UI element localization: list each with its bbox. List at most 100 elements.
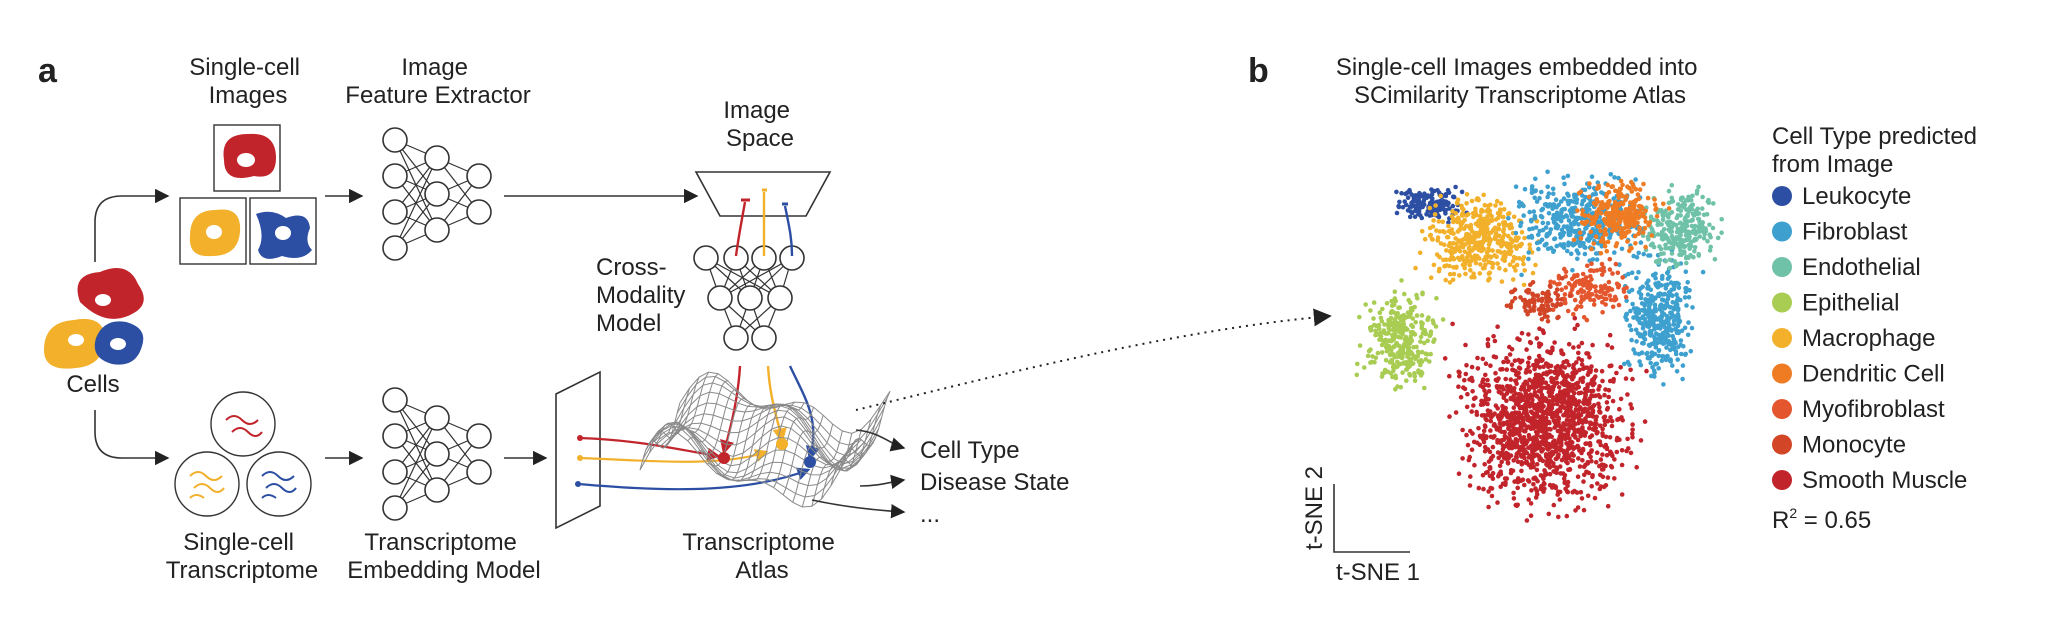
tsne-point — [1632, 351, 1638, 356]
tsne-point — [1578, 390, 1584, 396]
tsne-point — [1429, 236, 1435, 242]
tsne-point — [1563, 388, 1568, 393]
atlas-mesh-line — [830, 419, 872, 487]
tsne-point — [1476, 425, 1481, 431]
tsne-point — [1558, 235, 1563, 240]
tsne-point — [1556, 202, 1561, 208]
tsne-point — [1653, 271, 1658, 277]
tsne-point — [1368, 308, 1373, 313]
tsne-point — [1569, 276, 1575, 282]
tsne-point — [1450, 277, 1456, 283]
tsne-point — [1538, 408, 1544, 414]
tsne-point — [1513, 184, 1519, 189]
tsne-point — [1545, 184, 1550, 190]
tsne-point — [1400, 349, 1405, 354]
tsne-point — [1398, 384, 1404, 390]
tsne-point — [1539, 317, 1545, 322]
tsne-point — [1632, 202, 1637, 208]
tsne-point — [1652, 370, 1657, 376]
tsne-point — [1705, 238, 1710, 244]
tsne-point — [1545, 169, 1550, 175]
tsne-point — [1390, 374, 1395, 380]
tsne-point — [1678, 203, 1683, 209]
legend-label: Leukocyte — [1802, 183, 1911, 210]
tsne-point — [1397, 326, 1402, 332]
tsne-point — [1389, 351, 1394, 356]
tsne-point — [1501, 359, 1506, 365]
tsne-point — [1547, 283, 1553, 289]
tsne-point — [1665, 316, 1670, 321]
tsne-point — [1487, 465, 1492, 471]
tsne-point — [1632, 223, 1637, 229]
tsne-point — [1436, 219, 1441, 224]
tsne-point — [1664, 345, 1669, 350]
tsne-point — [1610, 207, 1616, 212]
legend-label: Fibroblast — [1802, 219, 1908, 246]
tsne-point — [1633, 241, 1638, 246]
tsne-point — [1685, 233, 1690, 238]
tsne-point — [1529, 401, 1535, 407]
tsne-point — [1682, 295, 1688, 300]
extractor-node — [466, 163, 492, 189]
tsne-point — [1385, 369, 1391, 375]
tsne-point — [1627, 362, 1632, 368]
tsne-point — [1682, 325, 1688, 331]
tsne-point — [1510, 277, 1516, 282]
tsne-point — [1577, 448, 1582, 453]
tsne-point — [1496, 240, 1502, 245]
tsne-point — [1572, 315, 1578, 321]
tsne-point — [1631, 306, 1637, 311]
tsne-point — [1564, 408, 1569, 414]
tsne-point — [1485, 377, 1490, 383]
cross-modality-title: Cross- Modality Model — [596, 254, 692, 337]
panel-a-letter: a — [38, 52, 58, 90]
tsne-point — [1371, 322, 1377, 328]
tsne-point — [1618, 191, 1624, 197]
tsne-point — [1609, 423, 1615, 429]
embedding-model-title: Transcriptome Embedding Model — [347, 529, 540, 584]
tsne-point — [1515, 438, 1520, 444]
tsne-point — [1508, 236, 1514, 242]
tsne-point — [1576, 384, 1581, 390]
embedding-network — [382, 387, 492, 521]
tsne-point — [1575, 474, 1581, 480]
tsne-point — [1665, 236, 1670, 242]
tsne-point — [1582, 244, 1587, 250]
tsne-point — [1401, 312, 1407, 318]
tsne-point — [1529, 488, 1534, 493]
tsne-point — [1597, 405, 1602, 410]
tsne-point — [1669, 195, 1675, 201]
tsne-point — [1548, 451, 1553, 457]
tsne-point — [1568, 251, 1574, 257]
tsne-point — [1562, 405, 1567, 411]
tsne-point — [1462, 377, 1467, 383]
tsne-point — [1666, 227, 1671, 232]
tsne-point — [1558, 199, 1564, 204]
atlas-mesh-line — [716, 403, 757, 476]
tsne-point — [1636, 316, 1642, 322]
tsne-point — [1405, 195, 1411, 200]
tsne-point — [1499, 279, 1505, 284]
tsne-point — [1394, 314, 1399, 319]
tsne-point — [1565, 198, 1570, 204]
tsne-point — [1688, 252, 1693, 258]
output-more: ... — [920, 501, 940, 528]
tsne-point — [1508, 453, 1514, 458]
tsne-point — [1578, 489, 1584, 495]
tsne-point — [1472, 245, 1477, 250]
tsne-point — [1396, 343, 1402, 349]
tsne-point — [1478, 262, 1483, 267]
tsne-point — [1653, 308, 1658, 314]
tsne-point — [1550, 347, 1555, 353]
tsne-point — [1531, 481, 1536, 487]
tsne-point — [1507, 262, 1513, 268]
tsne-point — [1576, 411, 1581, 417]
tsne-point — [1554, 470, 1559, 476]
single-cell-images — [179, 124, 317, 265]
tsne-point — [1606, 394, 1611, 400]
tsne-point — [1584, 351, 1589, 356]
tsne-point — [1493, 403, 1499, 409]
tsne-point — [1371, 316, 1376, 321]
tsne-point — [1686, 320, 1691, 325]
tsne-point — [1515, 485, 1520, 491]
